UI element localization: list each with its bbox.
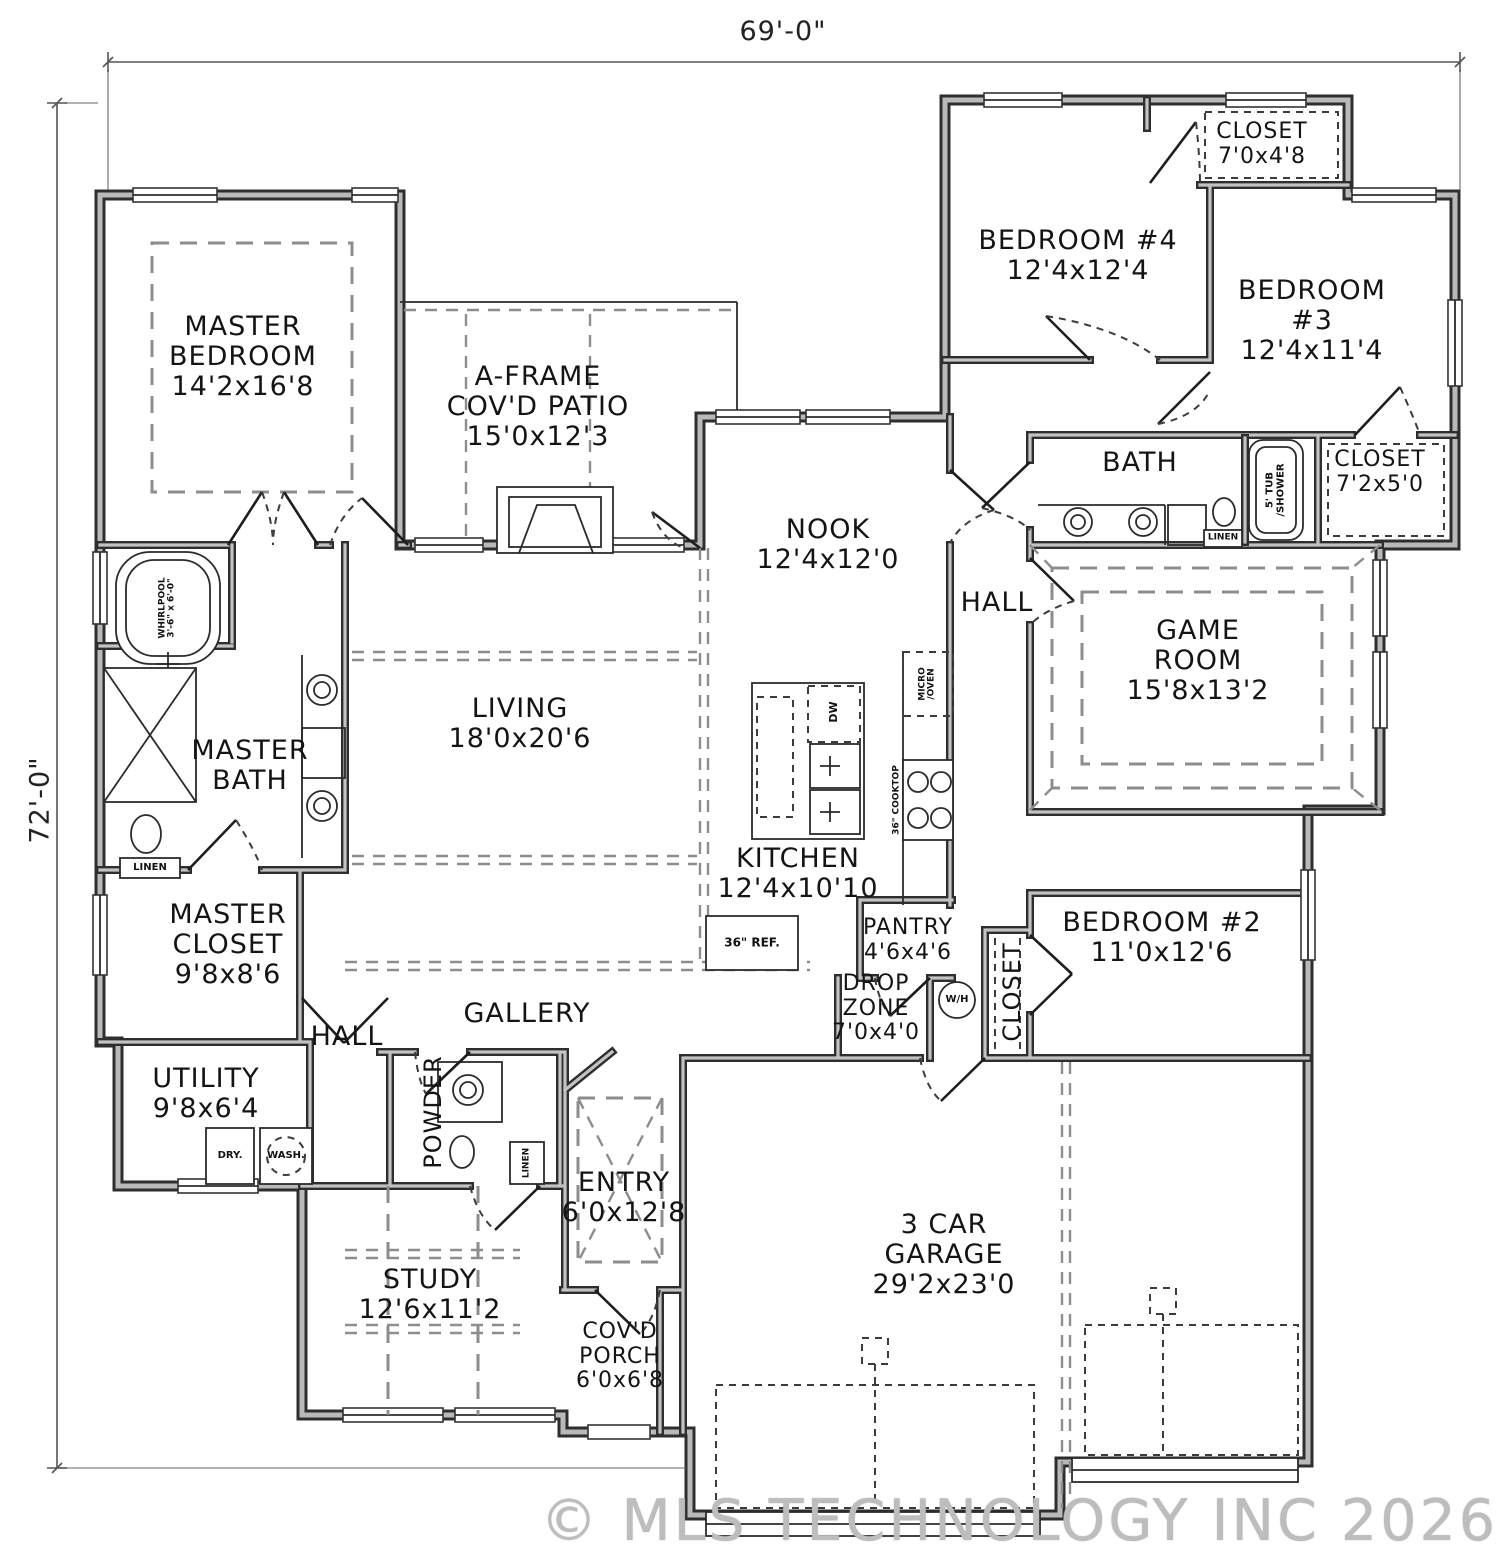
- room-label-powder: POWDER: [419, 1055, 447, 1169]
- room-label-entry: ENTRY 6'0x12'8: [561, 1167, 687, 1229]
- room-label-patio: A-FRAME COV'D PATIO 15'0x12'3: [446, 361, 630, 453]
- room-label-closet-top: CLOSET 7'0x4'8: [1216, 119, 1308, 169]
- room-label-living: LIVING 18'0x20'6: [448, 693, 592, 755]
- room-label-closet-bed2: CLOSET: [998, 942, 1026, 1042]
- patio-roofline: [400, 301, 738, 536]
- room-label-game-room: GAME ROOM 15'8x13'2: [1126, 615, 1270, 707]
- whirlpool-tub-label: WHIRLPOOL 3'-6" x 6'-0": [157, 577, 177, 639]
- garage-stalls: [715, 1062, 1299, 1509]
- room-label-study: STUDY 12'6x11'2: [358, 1264, 502, 1326]
- dimension-width: 69'-0": [739, 16, 827, 47]
- room-label-master-bath: MASTER BATH: [191, 735, 309, 797]
- water-heater-label: W/H: [945, 993, 969, 1005]
- dryer-label: DRY.: [217, 1149, 243, 1161]
- windows: [92, 92, 1463, 1440]
- watermark: © MLS TECHNOLOGY INC 2026: [540, 1488, 1498, 1554]
- room-label-bedroom4: BEDROOM #4 12'4x12'4: [978, 225, 1178, 287]
- linen-label-bath: LINEN: [1207, 532, 1239, 543]
- room-label-gallery: GALLERY: [463, 998, 591, 1029]
- cooktop-label: 36" COOKTOP: [891, 765, 902, 835]
- dishwasher-label: DW: [827, 701, 841, 723]
- room-label-hall-left: HALL: [310, 1021, 384, 1052]
- ceiling-trays: [150, 111, 1445, 1415]
- fridge-label: 36" REF.: [724, 935, 780, 950]
- room-label-pantry: PANTRY 4'6x4'6: [862, 915, 954, 965]
- powder-fixtures: [437, 1061, 545, 1185]
- utility-fixtures: [205, 1127, 313, 1185]
- room-label-master-bedroom: MASTER BEDROOM 14'2x16'8: [169, 311, 317, 403]
- room-label-bath: BATH: [1102, 447, 1178, 478]
- garage-door-sills: [705, 1457, 1299, 1537]
- doors: [187, 121, 1421, 1335]
- micro-oven-label: MICRO /OVEN: [917, 667, 937, 701]
- washer-label: WASH.: [267, 1149, 305, 1161]
- kitchen-fixtures: [705, 651, 976, 1019]
- dimension-height: 72'-0": [24, 756, 56, 844]
- fireplace: [496, 486, 614, 554]
- room-label-nook: NOOK 12'4x12'0: [756, 514, 900, 576]
- room-label-master-closet: MASTER CLOSET 9'8x8'6: [169, 899, 287, 991]
- room-label-drop-zone: DROP ZONE 7'0x4'0: [831, 971, 921, 1046]
- linen-label-master-bath: LINEN: [133, 861, 167, 873]
- bedroom2-closet-lines: [994, 938, 1021, 1052]
- linen-label-powder: LINEN: [521, 1147, 532, 1179]
- bath-fixtures: [1038, 439, 1304, 548]
- master-bath-fixtures: [103, 551, 346, 879]
- tub-shower-label: 5' TUB /SHOWER: [1264, 463, 1287, 517]
- walls: [100, 100, 1455, 1515]
- room-label-utility: UTILITY 9'8x6'4: [152, 1063, 260, 1125]
- room-label-covd-porch: COV'D PORCH 6'0x6'8: [575, 1319, 665, 1394]
- room-label-garage: 3 CAR GARAGE 29'2x23'0: [872, 1209, 1016, 1301]
- room-label-kitchen: KITCHEN 12'4x10'10: [717, 843, 879, 905]
- room-label-hall-right: HALL: [960, 587, 1034, 618]
- dimension-lines: [47, 52, 1466, 1474]
- room-label-bedroom2: BEDROOM #2 11'0x12'6: [1062, 907, 1262, 969]
- room-label-bedroom3: BEDROOM #3 12'4x11'4: [1238, 275, 1386, 367]
- room-label-closet-right: CLOSET 7'2x5'0: [1334, 447, 1426, 497]
